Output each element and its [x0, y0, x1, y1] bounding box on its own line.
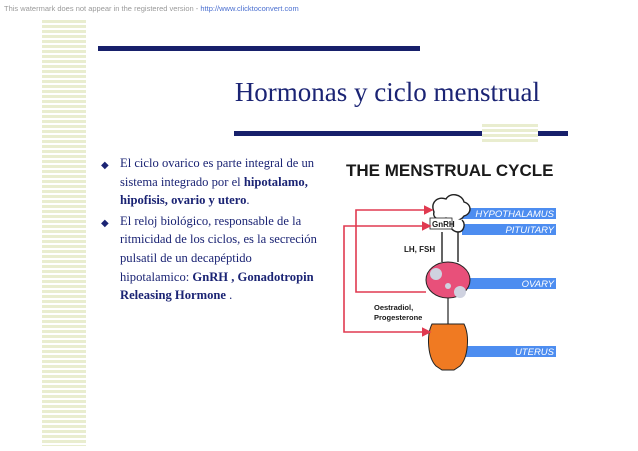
- bullet-1-bold: hipotalamo, hipofisis, ovario y utero: [120, 174, 308, 208]
- decorative-stripes: [42, 20, 86, 446]
- follicle-3: [445, 283, 451, 289]
- feedback-line-ovary: [355, 270, 426, 293]
- uterus-band: [456, 346, 556, 357]
- oestradiol-label: Oestradiol,: [374, 303, 413, 312]
- lh-fsh-label: LH, FSH: [404, 245, 435, 254]
- bullet-item-2: ◆ El reloj biológico, responsable de la …: [100, 212, 322, 305]
- feedback-arrow-hypothalamus: [355, 205, 434, 270]
- pituitary-band: [462, 224, 556, 235]
- uterus-shape: [428, 323, 468, 371]
- bullet-list: ◆ El ciclo ovarico es parte integral de …: [100, 154, 322, 307]
- ovary-label: OVARY: [522, 279, 555, 290]
- slide-title-text: Hormonas y ciclo menstrual: [234, 77, 540, 107]
- follicle-1: [430, 268, 442, 280]
- progesterone-label: Progesterone: [374, 313, 422, 322]
- feedback-arrow-pituitary: [343, 221, 432, 278]
- bullet-1-text: El ciclo ovarico es parte integral de un…: [120, 156, 315, 189]
- uterus-label: UTERUS: [515, 347, 555, 358]
- follicle-2: [454, 286, 466, 298]
- hypothalamus-label: HYPOTHALAMUS: [475, 209, 554, 220]
- ovary-band: [462, 278, 556, 289]
- diagram-title: THE MENSTRUAL CYCLE: [346, 161, 553, 180]
- watermark-text: This watermark does not appear in the re…: [4, 4, 201, 13]
- hypothalamus-band: [462, 208, 556, 219]
- top-divider-bar: [98, 46, 420, 51]
- gnrh-label: GnRH: [432, 220, 455, 229]
- watermark: This watermark does not appear in the re…: [4, 4, 299, 13]
- pituitary-label: PITUITARY: [505, 225, 554, 236]
- bullet-2-end: .: [225, 288, 233, 303]
- bullet-item-1: ◆ El ciclo ovarico es parte integral de …: [100, 154, 322, 210]
- watermark-link[interactable]: http://www.clicktoconvert.com: [200, 4, 299, 13]
- bullet-2-text: El reloj biológico, responsable de la ri…: [120, 213, 317, 284]
- feedback-arrow-uterus: [343, 278, 432, 337]
- menstrual-cycle-diagram: THE MENSTRUAL CYCLE HYPOTHALAMUS PITUITA…: [343, 161, 556, 371]
- slide-title: Hormonas y ciclo menstrual: [100, 76, 600, 108]
- bullet-2-bold: GnRH , Gonadotropin Releasing Hormone: [120, 269, 314, 303]
- title-underline-bar: [234, 131, 568, 136]
- diamond-bullet-icon: ◆: [101, 160, 109, 171]
- decorative-striped-block: [482, 124, 538, 144]
- diamond-bullet-icon: ◆: [101, 217, 109, 229]
- bullet-1-end: .: [246, 193, 250, 208]
